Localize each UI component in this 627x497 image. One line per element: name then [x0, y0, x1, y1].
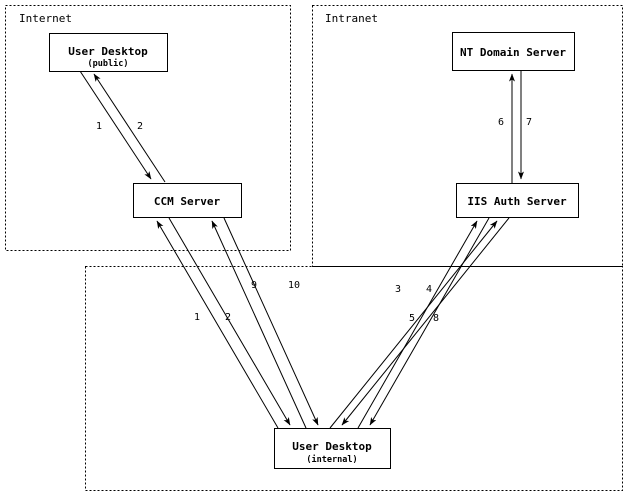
flow-label-2-internal: 2 — [225, 312, 231, 323]
node-nt-domain-server[interactable]: NT Domain Server — [452, 32, 575, 71]
flow-2-ccm-to-internal: 2 — [168, 217, 291, 426]
node-ccm-server-title: CCM Server — [154, 195, 221, 208]
zone-lower-border — [85, 266, 623, 491]
node-nt-domain-server-title: NT Domain Server — [460, 46, 566, 59]
flow-6-iis-to-nt: 6 — [498, 73, 515, 183]
zone-intranet-label: Intranet — [325, 12, 378, 25]
flow-8-iis-to-internal: 8 — [341, 217, 510, 426]
flow-label-1-internal: 1 — [194, 312, 200, 323]
flow-1-internal-to-ccm: 1 — [156, 220, 279, 429]
flow-label-5: 5 — [409, 313, 415, 324]
flow-5-internal-to-iis: 5 — [329, 220, 498, 429]
flow-label-3: 3 — [395, 284, 401, 295]
flow-label-2-public: 2 — [137, 121, 143, 132]
node-nt-domain-server-box[interactable] — [452, 32, 575, 71]
flow-label-8: 8 — [433, 313, 439, 324]
flow-label-9: 9 — [251, 280, 257, 291]
node-user-desktop-internal[interactable]: User Desktop (internal) — [274, 428, 391, 469]
node-iis-auth-server[interactable]: IIS Auth Server — [456, 183, 579, 218]
flow-4-iis-to-internal: 4 — [369, 217, 490, 426]
zone-lower — [85, 266, 623, 491]
node-user-desktop-internal-subtitle: (internal) — [306, 454, 357, 465]
flow-2-ccm-to-public: 2 — [93, 73, 166, 183]
flow-7-nt-to-iis: 7 — [518, 70, 532, 180]
node-ccm-server-box[interactable] — [133, 183, 242, 218]
flow-label-1-public: 1 — [96, 121, 102, 132]
flow-9-internal-to-ccm: 9 — [211, 220, 307, 429]
flow-label-6: 6 — [498, 117, 504, 128]
node-iis-auth-server-box[interactable] — [456, 183, 579, 218]
flow-10-ccm-to-internal: 10 — [223, 217, 319, 426]
node-user-desktop-public-subtitle: (public) — [88, 58, 129, 69]
zone-internet-border — [5, 5, 291, 251]
node-user-desktop-public[interactable]: User Desktop (public) — [49, 33, 168, 72]
flow-label-4: 4 — [426, 284, 432, 295]
zone-internet: Internet — [5, 5, 291, 251]
zone-internet-label: Internet — [19, 12, 72, 25]
flow-3-internal-to-iis: 3 — [357, 220, 478, 429]
node-user-desktop-internal-box[interactable] — [274, 428, 391, 469]
node-ccm-server[interactable]: CCM Server — [133, 183, 242, 218]
flow-label-10: 10 — [288, 280, 300, 291]
flow-label-7: 7 — [526, 117, 532, 128]
flow-1-public-to-ccm: 1 — [79, 70, 152, 180]
node-iis-auth-server-title: IIS Auth Server — [467, 195, 567, 208]
node-user-desktop-internal-title: User Desktop — [292, 440, 372, 453]
node-user-desktop-public-box[interactable] — [49, 33, 168, 72]
node-user-desktop-public-title: User Desktop — [68, 45, 148, 58]
